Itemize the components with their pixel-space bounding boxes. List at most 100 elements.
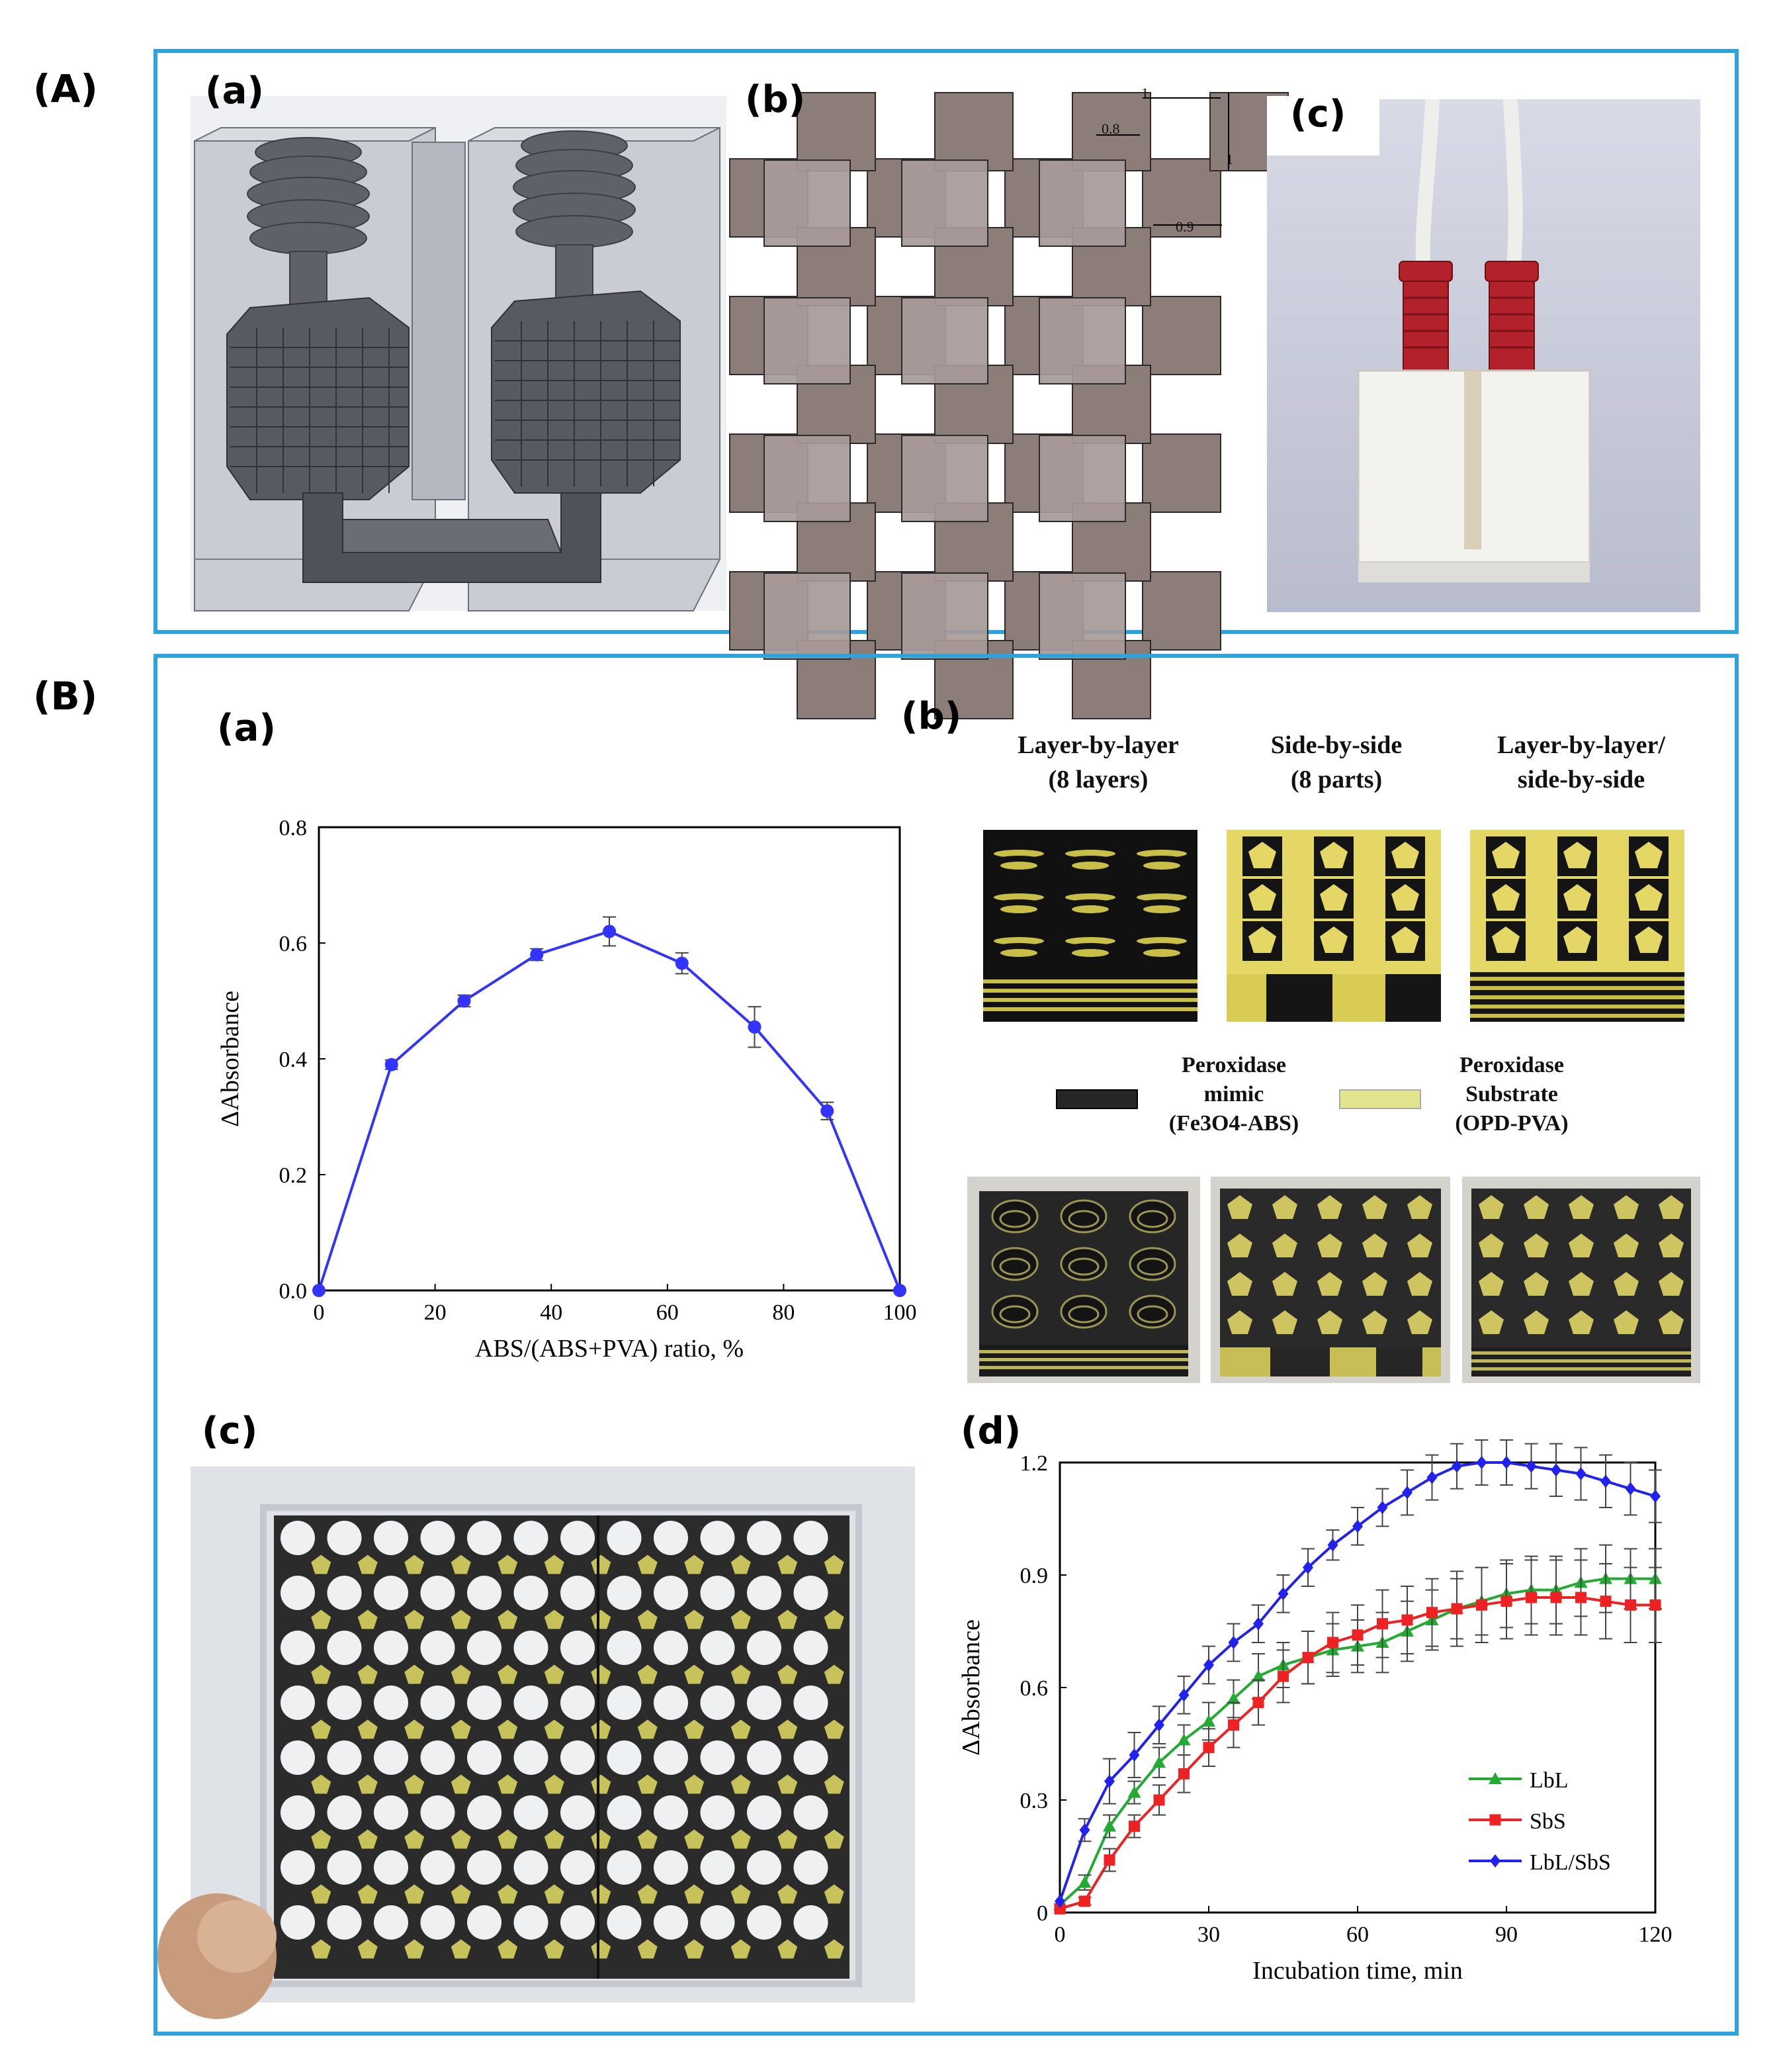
plate-pentagon [498, 1884, 518, 1904]
plate-pentagon [777, 1829, 798, 1849]
x-tick-label: 120 [1639, 1922, 1673, 1947]
photo-pentagon [1524, 1272, 1549, 1296]
photo-pentagon [1362, 1234, 1387, 1257]
plate-pentagon [637, 1939, 658, 1959]
grid-square-light [1039, 297, 1126, 384]
plate-pentagon [684, 1884, 705, 1904]
plate-pentagon [730, 1829, 751, 1849]
header-layer-by-layer-line2: (8 layers) [1048, 766, 1149, 793]
marker-diamond [1278, 1587, 1289, 1601]
plate-well [327, 1740, 362, 1775]
plate-well [654, 1905, 688, 1940]
plate-pentagon [544, 1609, 564, 1629]
legend-substrate-line2: Substrate [1465, 1082, 1558, 1106]
plate-well [467, 1521, 501, 1555]
plate-well [327, 1795, 362, 1830]
plate-pentagon [544, 1884, 564, 1904]
photo-pentagon [1272, 1195, 1297, 1219]
panel-B-c-label: (c) [202, 1410, 258, 1453]
plate-pentagon [544, 1719, 564, 1739]
plate-well [747, 1905, 781, 1940]
plate-pentagon [498, 1719, 518, 1739]
plate-pentagon [730, 1664, 751, 1684]
y-tick-label: 0.4 [279, 1048, 308, 1072]
device-photo [1267, 99, 1700, 612]
plate-well [281, 1795, 315, 1830]
pattern-cell-pentagon [1635, 926, 1663, 953]
photo-pentagon [1569, 1310, 1594, 1334]
plate-pentagon [637, 1829, 658, 1849]
marker-diamond [1154, 1718, 1164, 1732]
plate-well [420, 1795, 455, 1830]
plate-well [560, 1631, 595, 1665]
photo-pentagon [1524, 1234, 1549, 1257]
plate-well [281, 1686, 315, 1720]
marker-square [1649, 1599, 1661, 1611]
lbl-hole-ring [1140, 943, 1184, 951]
photo-lbl-hole-inner [1137, 1210, 1168, 1228]
marker-diamond [1452, 1459, 1462, 1473]
plate-well [513, 1740, 548, 1775]
plate-pentagon [637, 1664, 658, 1684]
lbl-hole-ring [997, 856, 1041, 864]
photo-pentagon [1407, 1310, 1432, 1334]
plate-pentagon [311, 1774, 331, 1794]
pattern-cell-pentagon [1320, 842, 1348, 868]
photo-side-by-side [1211, 1177, 1450, 1383]
plate-well [374, 1740, 408, 1775]
photo-pentagon [1569, 1234, 1594, 1257]
lbl-hole-ring [994, 850, 1044, 858]
plate-well [374, 1795, 408, 1830]
plate-pentagon [544, 1664, 564, 1684]
plate-pentagon [591, 1884, 611, 1904]
plate-pentagon [730, 1774, 751, 1794]
legend-label: LbL/SbS [1530, 1850, 1611, 1875]
marker-diamond [1129, 1748, 1140, 1762]
plate-well [327, 1686, 362, 1720]
plate-well [700, 1631, 735, 1665]
photo-pentagon [1407, 1234, 1432, 1257]
legend-swatch-mimic [1056, 1089, 1138, 1109]
plate-well [374, 1521, 408, 1555]
photo-pentagon [1614, 1234, 1639, 1257]
photo-lbl-hole-inner [1068, 1257, 1100, 1276]
pattern-cell-pentagon [1391, 926, 1419, 953]
marker-square [1451, 1603, 1463, 1615]
marker-diamond [1600, 1474, 1611, 1488]
plate-well [793, 1850, 828, 1885]
photo-pentagon [1479, 1272, 1504, 1296]
plate-pentagon [451, 1719, 471, 1739]
x-tick-label: 40 [540, 1300, 562, 1325]
plate-well [607, 1905, 642, 1940]
photo-pentagon [1659, 1272, 1684, 1296]
plate-well [747, 1740, 781, 1775]
plate-pentagon [451, 1554, 471, 1574]
plate-pentagon [451, 1609, 471, 1629]
lbl-hole-ring [1137, 850, 1187, 858]
marker-diamond [1377, 1501, 1388, 1514]
well-plate-photo [157, 1466, 915, 2019]
marker-triangle [1202, 1715, 1215, 1727]
pattern-cell-pentagon [1563, 884, 1591, 911]
photo-sbs-svg [1220, 1189, 1441, 1376]
plate-pentagon [777, 1554, 798, 1574]
marker-square [1302, 1652, 1314, 1664]
lbl-hole-ring [1140, 899, 1184, 907]
plate-pentagon [637, 1609, 658, 1629]
x-tick-label: 90 [1495, 1922, 1518, 1947]
marker-circle [748, 1020, 761, 1034]
plate-pentagon [498, 1774, 518, 1794]
photo-lbl-svg [979, 1191, 1188, 1376]
plate-well [513, 1521, 548, 1555]
photo-pentagon [1479, 1234, 1504, 1257]
photo-pentagon [1659, 1195, 1684, 1219]
marker-square [1377, 1618, 1388, 1630]
plot-frame [318, 826, 901, 1292]
plate-well [700, 1576, 735, 1610]
grid-square-light [901, 159, 988, 247]
plate-well [747, 1850, 781, 1885]
plate-pentagon [404, 1774, 425, 1794]
plate-pentagon [357, 1554, 378, 1574]
plate-pentagon [684, 1554, 705, 1574]
header-layer-by-layer-line1: Layer-by-layer [1018, 731, 1179, 759]
